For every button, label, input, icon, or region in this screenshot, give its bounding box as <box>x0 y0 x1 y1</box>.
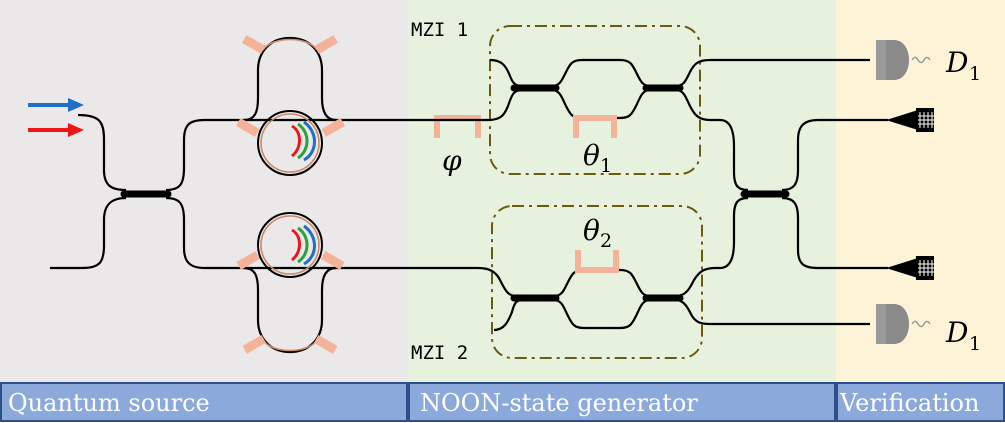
phase-shifter-theta1 <box>573 115 617 138</box>
phi-label: φ <box>442 144 462 177</box>
mzi2-outline <box>491 205 703 359</box>
mzi2-label: MZI 2 <box>411 342 468 364</box>
svg-text:2: 2 <box>600 230 612 252</box>
lower-ring-resonator <box>236 212 345 354</box>
detector-upper-icon <box>876 40 931 80</box>
svg-text:1: 1 <box>969 63 981 85</box>
svg-text:1: 1 <box>600 155 612 177</box>
detector-upper-label: D 1 <box>945 46 981 85</box>
quantum-source-region <box>0 0 408 382</box>
section-label-verification: Verification <box>839 389 979 417</box>
upper-ring-resonator <box>235 35 346 176</box>
svg-text:θ: θ <box>583 139 600 172</box>
grating-coupler-lower <box>886 256 934 280</box>
upper-generated-photons <box>290 120 316 162</box>
theta2-label: θ 2 <box>583 214 612 252</box>
verification-region <box>836 0 1005 382</box>
phase-shifter-phi <box>434 115 481 138</box>
lower-generated-photons <box>290 224 316 266</box>
grating-coupler-upper <box>886 108 934 132</box>
svg-text:D: D <box>945 46 968 79</box>
detector-lower-label: D 1 <box>945 316 981 355</box>
section-bar: Quantum source NOON-state generator Veri… <box>0 382 1005 422</box>
mzi1-outline <box>489 25 701 175</box>
mzi1-label: MZI 1 <box>411 19 468 41</box>
phase-shifter-theta2 <box>575 250 619 273</box>
section-label-noon-generator: NOON-state generator <box>420 389 698 417</box>
svg-text:D: D <box>945 316 968 349</box>
verification-waveguides <box>719 118 888 270</box>
pump-arrows <box>28 98 84 137</box>
section-label-quantum-source: Quantum source <box>8 389 210 417</box>
svg-text:θ: θ <box>583 214 600 247</box>
theta1-label: θ 1 <box>583 139 612 177</box>
svg-text:1: 1 <box>969 333 981 355</box>
source-waveguides <box>50 113 408 270</box>
detector-lower-icon <box>876 304 931 344</box>
